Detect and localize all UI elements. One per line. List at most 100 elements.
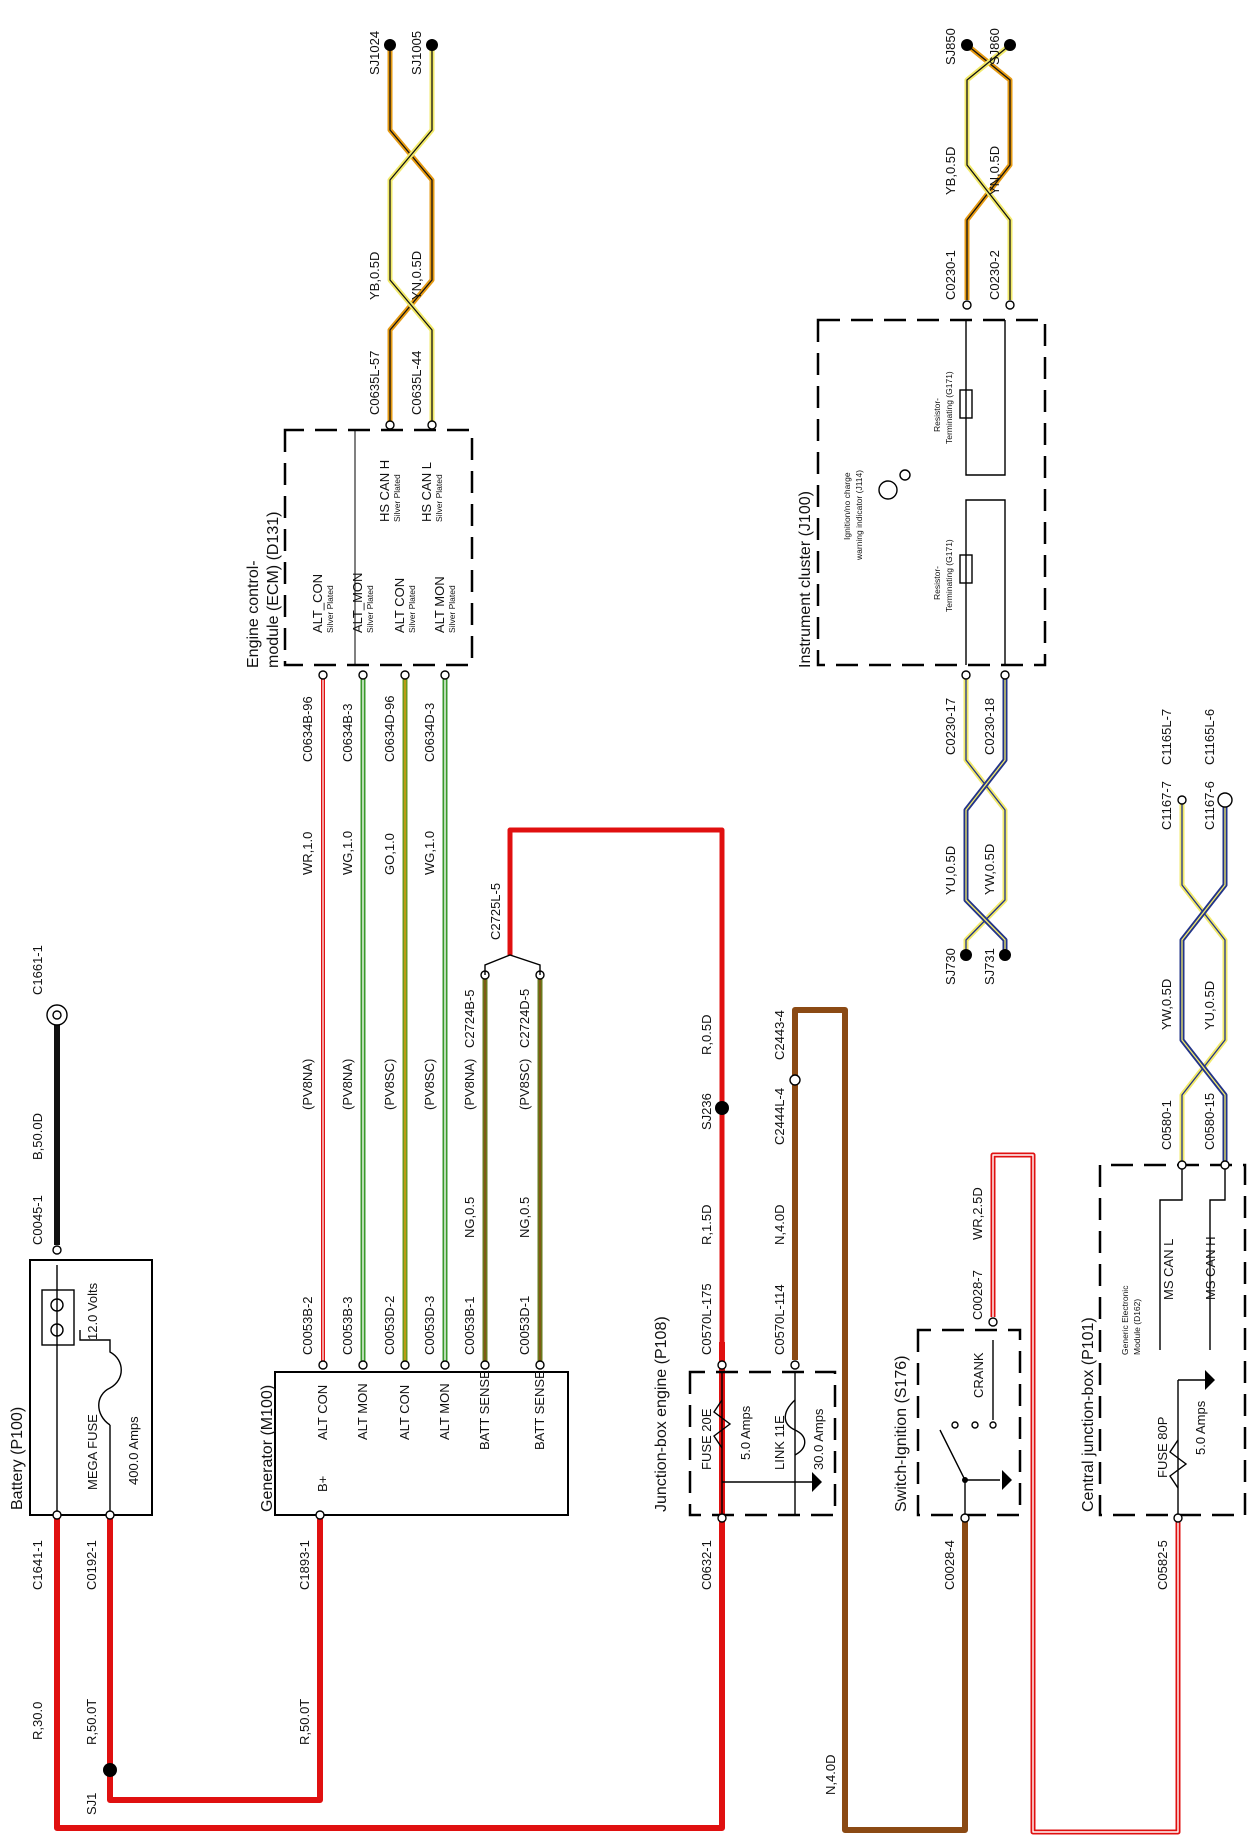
conn-c0580-15: C0580-15 (1202, 1093, 1217, 1150)
wire-r05d-label: R,0.5D (699, 1015, 714, 1055)
gem-label-2: Module (D162) (1132, 1299, 1142, 1355)
jbe-title: Junction-box engine (P108) (653, 1316, 670, 1512)
conn-c0053b2: C0053B-2 (300, 1296, 315, 1355)
wire-r15d[interactable] (507, 827, 725, 1360)
junction-box-engine (688, 1370, 837, 1517)
conn-c1167-6: C1167-6 (1202, 781, 1217, 830)
battery-internal-lines (56, 1265, 111, 1515)
conn-c2724d5: C2724D-5 (517, 989, 532, 1048)
ecm-title-1: Engine control- (245, 560, 262, 668)
pv8na-1: (PV8NA) (300, 1059, 315, 1110)
switch-ignition (916, 1328, 1022, 1517)
sj1-label: SJ1 (84, 1793, 99, 1815)
conn-c0634d3: C0634D-3 (422, 703, 437, 762)
ms-can-h-label: MS CAN H (1203, 1236, 1218, 1300)
link-11e-label: LINK 11E (772, 1415, 787, 1470)
wire-yb05a-label: YB,0.5D (367, 252, 382, 300)
conn-c0053d1: C0053D-1 (517, 1296, 532, 1355)
generator (274, 1371, 569, 1516)
wire-r50t-b-label: R,50.0T (297, 1699, 312, 1745)
conn-c0028-7: C0028-7 (970, 1270, 985, 1320)
pv8sc-3: (PV8SC) (517, 1059, 532, 1110)
sj860-dot (1004, 39, 1016, 51)
ecm-title-2: module (ECM) (D131) (265, 512, 282, 668)
wire-yb05b-label: YB,0.5D (943, 147, 958, 195)
wire-n40d-a-label: N,4.0D (772, 1205, 787, 1245)
fuse-20e-label: FUSE 20E (699, 1408, 714, 1470)
junction-points (103, 39, 1016, 1777)
conn-c0632: C0632-1 (699, 1540, 714, 1590)
c1165-ring-terminal (1217, 792, 1233, 808)
conn-c0635l44: C0635L-44 (409, 351, 424, 415)
pv8sc-1: (PV8SC) (382, 1059, 397, 1110)
conn-c0570l114: C0570L-114 (772, 1284, 787, 1355)
switch-title: Switch-Ignition (S176) (893, 1355, 910, 1512)
ecm-pin-2-sub: Silver Plated (407, 585, 417, 633)
generator-title: Generator (M100) (259, 1385, 276, 1512)
wire-wr25d-label: WR,2.5D (970, 1187, 985, 1240)
conn-c2443: C2443-4 (772, 1010, 787, 1060)
sj850-dot (961, 39, 973, 51)
wire-yu05a-label: YU,0.5D (943, 846, 958, 895)
conn-c2444: C2444L-4 (772, 1088, 787, 1145)
ground-arrow-icon (812, 1472, 822, 1492)
sj1024-label: SJ1024 (367, 31, 382, 75)
wire-yu05b-label: YU,0.5D (1202, 981, 1217, 1030)
gen-pin-batt1: BATT SENSE (477, 1370, 492, 1450)
wire-b50d-label: B,50.0D (30, 1113, 45, 1160)
resistor-icon-upper (959, 389, 973, 419)
mega-fuse-rating: 400.0 Amps (126, 1416, 141, 1485)
conn-c1641: C1641-1 (30, 1540, 45, 1590)
conn-c1661: C1661-1 (30, 945, 45, 995)
battery-voltage: 12.0 Volts (85, 1282, 100, 1340)
conn-c0230-17: C0230-17 (943, 698, 958, 755)
conn-c0230-18: C0230-18 (982, 698, 997, 755)
conn-c0634b3: C0634B-3 (340, 703, 355, 762)
wire-yn05b-label: YN,0.5D (987, 146, 1002, 195)
gen-pin-altmon1: ALT MON (355, 1383, 370, 1440)
conn-c1893: C1893-1 (297, 1540, 312, 1590)
conn-c0053d2: C0053D-2 (382, 1296, 397, 1355)
ecm-pin-5: HS CAN L (419, 462, 434, 522)
ecm-pin-3: ALT MON (432, 576, 447, 633)
cluster-title: Instrument cluster (J100) (797, 491, 814, 668)
sj1005-dot (426, 39, 438, 51)
wire-r50t-battery[interactable] (107, 1515, 323, 1803)
gen-pin-batt2: BATT SENSE (532, 1370, 547, 1450)
sj236-dot (715, 1101, 729, 1115)
wire-ng05b-label: NG,0.5 (517, 1197, 532, 1238)
battery-title: Battery (P100) (9, 1407, 26, 1510)
wire-n40d[interactable] (792, 1007, 968, 1833)
resistor-loop-upper (965, 320, 1006, 476)
wire-wr10-label: WR,1.0 (300, 832, 315, 875)
resistor-label-lower-1: Resistor- (932, 566, 942, 600)
conn-c0230-2: C0230-2 (987, 250, 1002, 300)
sj1024-dot (384, 39, 396, 51)
conn-c0582-5: C0582-5 (1155, 1540, 1170, 1590)
fuse-20e-icon (713, 1399, 732, 1449)
conn-c2724b5: C2724B-5 (462, 989, 477, 1048)
wire-r30-label: R,30.0 (30, 1702, 45, 1740)
switch-box (916, 1328, 1022, 1517)
conn-c1165l6: C1165L-6 (1202, 709, 1217, 765)
ecm-pin-1: ALT_MON (350, 573, 365, 633)
conn-c0192: C0192-1 (84, 1540, 99, 1590)
ecm-pin-5-sub: Silver Plated (434, 474, 444, 522)
battery-box (29, 1259, 153, 1516)
sj1-dot (103, 1763, 117, 1777)
crank-label: CRANK (971, 1352, 986, 1398)
ecm-pin-4: HS CAN H (377, 460, 392, 522)
ecm-pin-0: ALT_CON (310, 574, 325, 633)
wire-wg10a-label: WG,1.0 (340, 831, 355, 875)
pv8na-3: (PV8NA) (462, 1059, 477, 1110)
gem-label-1: Generic Electronic (1120, 1285, 1130, 1355)
conn-c0053d3: C0053D-3 (422, 1296, 437, 1355)
central-junction-box (1098, 1163, 1247, 1517)
generator-box (274, 1371, 569, 1516)
wire-r30[interactable] (54, 1342, 725, 1831)
pv8na-2: (PV8NA) (340, 1059, 355, 1110)
conn-c1165l7: C1165L-7 (1159, 709, 1174, 765)
cjb-internal-lines (1159, 1165, 1226, 1515)
sj1005-label: SJ1005 (409, 31, 424, 75)
resistor-label-upper-2: Terminating (G171) (944, 371, 954, 444)
